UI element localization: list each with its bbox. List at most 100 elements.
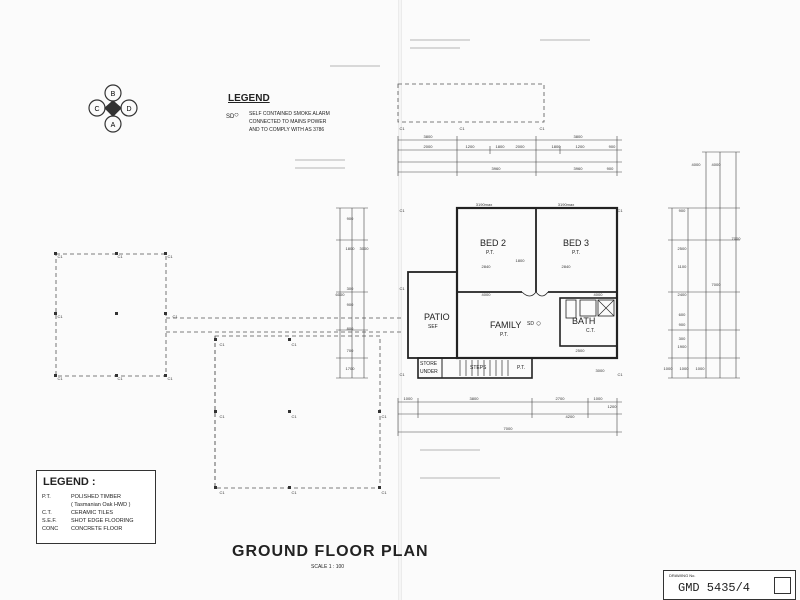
dimension-label-left: 300 bbox=[347, 286, 354, 291]
dimension-label-room: 3190max bbox=[476, 202, 492, 207]
dimension-label-left: 1700 bbox=[346, 366, 356, 371]
dimension-label-left: 900 bbox=[347, 302, 354, 307]
dimension-label-room: 4000 bbox=[482, 292, 492, 297]
compass-d: D bbox=[126, 106, 131, 113]
column-label: C1 bbox=[117, 376, 123, 381]
column-label: C1 bbox=[117, 254, 123, 259]
column-label: C1 bbox=[399, 372, 405, 377]
dimension-label-room: 4000 bbox=[594, 292, 604, 297]
dimension-label-bottom: 1000 bbox=[594, 396, 604, 401]
dimension-label-top: 1800 bbox=[552, 144, 562, 149]
dimension-label-right: 1100 bbox=[678, 264, 687, 269]
dimension-label-right: 2400 bbox=[678, 292, 688, 297]
revision-box bbox=[774, 577, 791, 594]
column-label: C1 bbox=[459, 126, 465, 131]
dimension-label-room: 1800 bbox=[516, 258, 526, 263]
room-family-floor: P.T. bbox=[500, 332, 508, 338]
dimension-label-right: 300 bbox=[679, 336, 686, 341]
room-store: STORE bbox=[420, 361, 438, 367]
smoke-alarm-icon: ○ bbox=[536, 318, 542, 328]
legend-code: P.T. bbox=[42, 494, 51, 500]
room-bath: BATH bbox=[572, 316, 596, 326]
column-label: C1 bbox=[57, 314, 63, 319]
plan-title: GROUND FLOOR PLAN bbox=[232, 543, 429, 560]
room-bed-3-floor: P.T. bbox=[572, 250, 580, 256]
column-label: C1 bbox=[167, 254, 173, 259]
dimension-label-room: 2500 bbox=[576, 348, 586, 353]
dimension-label-top: 3960 bbox=[574, 166, 584, 171]
compass-a: A bbox=[111, 122, 116, 129]
legend-desc: CONCRETE FLOOR bbox=[71, 526, 123, 532]
room-patio-floor: SEF bbox=[428, 324, 438, 330]
room-store-sub: UNDER bbox=[420, 369, 438, 375]
legend-smoke-icon: ○ bbox=[234, 110, 239, 119]
dimension-label-right: 4000 bbox=[692, 162, 702, 167]
bleed-through bbox=[295, 39, 590, 479]
dimension-label-right: 2500 bbox=[678, 246, 688, 251]
column-label: C1 bbox=[381, 414, 387, 419]
column-markers bbox=[54, 252, 381, 489]
dimension-label-top: 1800 bbox=[496, 144, 506, 149]
dimension-label-bottom: 3800 bbox=[470, 396, 480, 401]
dimension-label-right: 7000 bbox=[712, 282, 722, 287]
legend-desc: POLISHED TIMBER bbox=[71, 494, 122, 500]
column-label: C1 bbox=[219, 414, 225, 419]
dimension-label-room: 3000 bbox=[596, 368, 606, 373]
dimension-label-top: 3960 bbox=[492, 166, 502, 171]
dimension-label-room: 2840 bbox=[482, 264, 492, 269]
column-label: C1 bbox=[399, 126, 405, 131]
dimension-label-left: 3000 bbox=[360, 246, 370, 251]
dimension-label-left: 700 bbox=[347, 348, 354, 353]
dimension-label-top: 900 bbox=[607, 166, 614, 171]
dimension-label-right: 1000 bbox=[680, 366, 690, 371]
stair-treads bbox=[459, 360, 509, 376]
dimension-label-right: 4000 bbox=[712, 162, 722, 167]
dimension-label-right: 1000 bbox=[664, 366, 674, 371]
legend-box-title: LEGEND : bbox=[43, 476, 96, 488]
legend-line-1: SELF CONTAINED SMOKE ALARM bbox=[249, 111, 330, 117]
dimension-label-room: 3190max bbox=[558, 202, 574, 207]
legend-desc: ( Tasmanian Oak HWD ) bbox=[71, 502, 131, 508]
dimension-label-top: 3800 bbox=[574, 134, 584, 139]
column-label: C1 bbox=[167, 376, 173, 381]
dimension-label-bottom: 2700 bbox=[556, 396, 566, 401]
column-label: C1 bbox=[57, 376, 63, 381]
legend-box: LEGEND : P.T. POLISHED TIMBER ( Tasmania… bbox=[36, 470, 156, 544]
dimension-label-bottom: 1200 bbox=[608, 404, 618, 409]
dimension-label-right: 900 bbox=[679, 208, 686, 213]
legend-code: S.E.F. bbox=[42, 518, 57, 524]
dimension-label-left: 6000 bbox=[336, 292, 346, 297]
column-label: C1 bbox=[172, 314, 178, 319]
title-block: DRAWING No. GMD 5435/4 bbox=[663, 570, 796, 600]
column-label: C1 bbox=[539, 126, 545, 131]
room-patio: PATIO bbox=[424, 312, 450, 322]
room-steps: STEPS bbox=[470, 365, 487, 371]
dimension-label-right: 600 bbox=[679, 312, 686, 317]
plan-scale: SCALE 1 : 100 bbox=[311, 564, 345, 570]
dimension-ticks bbox=[336, 136, 740, 436]
dimension-label-top: 1200 bbox=[466, 144, 476, 149]
dimension-label-right: 900 bbox=[679, 322, 686, 327]
legend-code: CONC bbox=[42, 526, 59, 532]
dimension-label-bottom: 4200 bbox=[566, 414, 576, 419]
column-label: C1 bbox=[399, 286, 405, 291]
dimension-label-right: 1000 bbox=[696, 366, 706, 371]
dimension-label-right: 1900 bbox=[678, 344, 688, 349]
drawing-number-label: DRAWING No. bbox=[669, 573, 696, 578]
paper-fold bbox=[398, 0, 402, 600]
legend-title: LEGEND bbox=[228, 93, 270, 104]
room-bath-floor: C.T. bbox=[586, 328, 595, 334]
legend-line-3: AND TO COMPLY WITH AS 3786 bbox=[249, 127, 325, 133]
house-walls bbox=[407, 206, 619, 379]
dimension-label-room: 2840 bbox=[562, 264, 572, 269]
room-bed-2-floor: P.T. bbox=[486, 250, 494, 256]
dimension-label-left: 800 bbox=[347, 326, 354, 331]
room-bed-3: BED 3 bbox=[563, 238, 590, 248]
dimension-label-left: 900 bbox=[347, 216, 354, 221]
compass-b: B bbox=[111, 91, 116, 98]
room-bed-2: BED 2 bbox=[480, 238, 507, 248]
dimension-label-top: 2000 bbox=[424, 144, 434, 149]
column-label: C1 bbox=[291, 490, 297, 495]
drawing-number: GMD 5435/4 bbox=[678, 581, 751, 595]
